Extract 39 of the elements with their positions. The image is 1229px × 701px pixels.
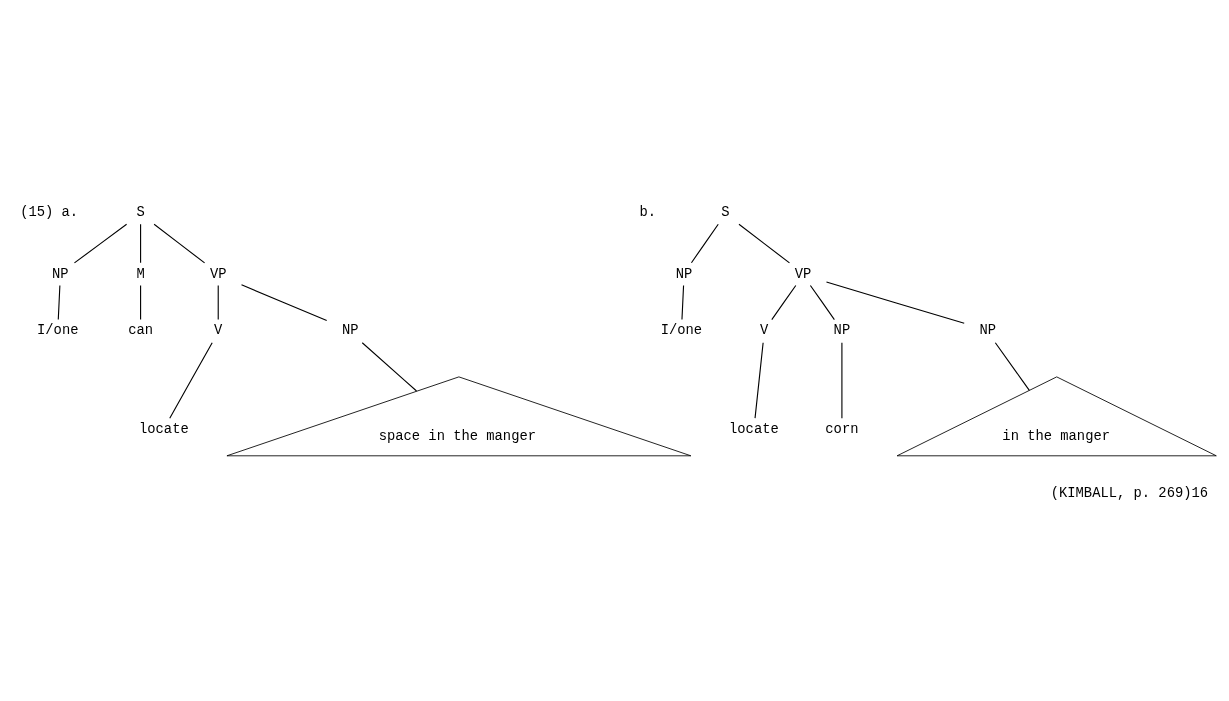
- connector: [754, 341, 764, 419]
- label: b.: [639, 204, 657, 220]
- connector: [169, 341, 213, 419]
- node-text: M: [136, 266, 145, 281]
- connector: [738, 223, 790, 263]
- node-text: I/one: [37, 322, 79, 338]
- connector: [140, 223, 142, 263]
- node-text: V: [214, 322, 223, 338]
- connector: [809, 284, 835, 320]
- node-text: corn: [825, 421, 859, 437]
- connector: [771, 284, 797, 320]
- connector: [361, 341, 418, 392]
- connector: [73, 223, 128, 263]
- connector: [240, 283, 328, 321]
- connector: [690, 223, 719, 263]
- node-text: locate: [139, 421, 189, 437]
- caption: (KIMBALL, p. 269)16: [1050, 485, 1209, 501]
- node-text: S: [721, 204, 730, 220]
- connector: [825, 281, 965, 324]
- connector: [217, 284, 219, 320]
- label: (15) a.: [20, 204, 79, 220]
- connector: [153, 223, 206, 263]
- connector: [57, 284, 61, 320]
- node-text: NP: [979, 322, 996, 338]
- node-text: VP: [209, 266, 227, 281]
- node-text: NP: [833, 322, 851, 338]
- connector: [994, 341, 1030, 391]
- connector: [681, 284, 685, 320]
- node-text: V: [760, 322, 769, 338]
- node-text: NP: [341, 322, 359, 338]
- node-text: can: [128, 322, 154, 338]
- node-text: VP: [794, 266, 812, 281]
- connector: [140, 284, 142, 320]
- node-text: S: [136, 204, 145, 220]
- node-text: I/one: [660, 322, 703, 338]
- node-text: locate: [729, 421, 779, 437]
- node-text: NP: [675, 266, 693, 281]
- connector: [841, 341, 843, 419]
- node-text: NP: [52, 266, 69, 281]
